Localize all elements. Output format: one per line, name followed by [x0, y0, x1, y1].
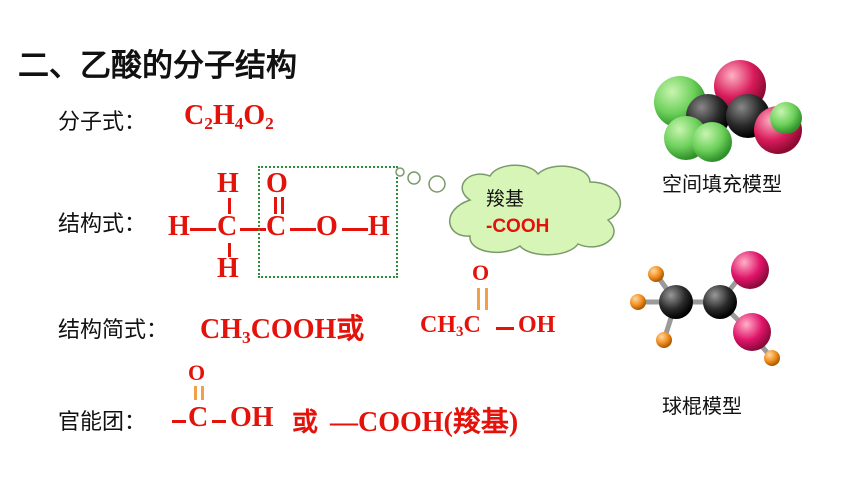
sf-h-top: H [217, 168, 239, 199]
fg-bond-left [172, 420, 186, 423]
alt-oh: OH [518, 312, 556, 338]
space-filling-model [654, 60, 802, 162]
fg-or: 或 [292, 408, 319, 438]
alt-double-bond-b [485, 288, 488, 310]
alt-sub: 3 [456, 324, 464, 341]
sf-hydrogen-bottom2-atom [692, 122, 732, 162]
sf-hydrogen-right-atom [770, 102, 802, 134]
fg-double-bond-b [201, 386, 204, 400]
alt-bond-c-oh [496, 327, 514, 330]
mf-c-sub: 2 [204, 113, 213, 133]
simp-sub: 3 [242, 327, 251, 347]
fg-cooh: —COOH(羧基) [330, 407, 519, 438]
alt-c: C [463, 312, 481, 338]
simp-post: COOH或 [250, 314, 365, 345]
sf-c1: C [217, 211, 238, 242]
mf-o-sub: 2 [265, 113, 274, 133]
alt-double-bond-a [477, 288, 480, 310]
sf-o-top: O [266, 168, 288, 199]
fg-oh: OH [230, 402, 274, 433]
ball-stick-model [630, 251, 780, 366]
bs-hydrogen1-atom [648, 266, 664, 282]
simplified-formula: CH3COOH或 [200, 307, 364, 348]
simp-pre: CH [200, 314, 242, 345]
bs-oxygen2-atom [733, 313, 771, 351]
cloud-callout [395, 164, 622, 256]
cloud-line1: 羧基 [486, 188, 525, 210]
cloud-bubble-small [395, 167, 405, 177]
sf-bond-o-h [342, 228, 368, 231]
sf-c2: C [266, 211, 287, 242]
sf-o-mid: O [316, 211, 338, 242]
cloud-bubble-mid [407, 171, 421, 185]
sf-h-bottom: H [217, 253, 239, 284]
sf-bond-c2-o [290, 228, 316, 231]
sf-h-right: H [368, 211, 390, 242]
bs-hydrogen4-atom [764, 350, 780, 366]
cloud-shape [449, 164, 622, 256]
mf-c: C [184, 100, 205, 131]
ball-stick-caption: 球棍模型 [662, 394, 742, 418]
structural-formula-label: 结构式： [58, 212, 147, 237]
simplified-alt-formula: CH3C [420, 312, 481, 341]
page-title: 二、乙酸的分子结构 [18, 48, 297, 84]
molecular-formula: C2H4O2 [184, 100, 274, 134]
cloud-bubble-large [428, 175, 446, 193]
mf-o: O [243, 100, 266, 131]
fg-c: C [188, 402, 209, 433]
space-filling-caption: 空间填充模型 [662, 172, 782, 196]
bs-hydrogen3-atom [656, 332, 672, 348]
fg-double-bond-a [194, 386, 197, 400]
sf-bond-c1-hbottom [228, 243, 231, 257]
sf-bond-h-c1 [190, 228, 216, 231]
simplified-formula-label: 结构简式： [58, 318, 169, 343]
alt-pre: CH [420, 312, 456, 338]
bs-carbon1-atom [659, 285, 693, 319]
bs-carbon2-atom [703, 285, 737, 319]
sf-bond-c1-htop [228, 198, 231, 214]
bs-oxygen1-atom [731, 251, 769, 289]
molecular-formula-label: 分子式： [58, 110, 147, 135]
alt-o-top: O [472, 260, 490, 285]
fg-o-top: O [188, 360, 206, 385]
fg-bond-c-oh [212, 420, 226, 423]
sf-bond-c1-c2 [240, 228, 266, 231]
mf-h: H [212, 100, 235, 131]
sf-double-bond-a [274, 197, 277, 214]
carboxyl-highlight-box [258, 166, 398, 278]
functional-group-label: 官能团： [58, 410, 147, 435]
sf-double-bond-b [281, 197, 284, 214]
bs-hydrogen2-atom [630, 294, 646, 310]
sf-h-left: H [168, 211, 190, 242]
cloud-line2: -COOH [486, 216, 550, 237]
mf-h-sub: 4 [234, 113, 244, 133]
